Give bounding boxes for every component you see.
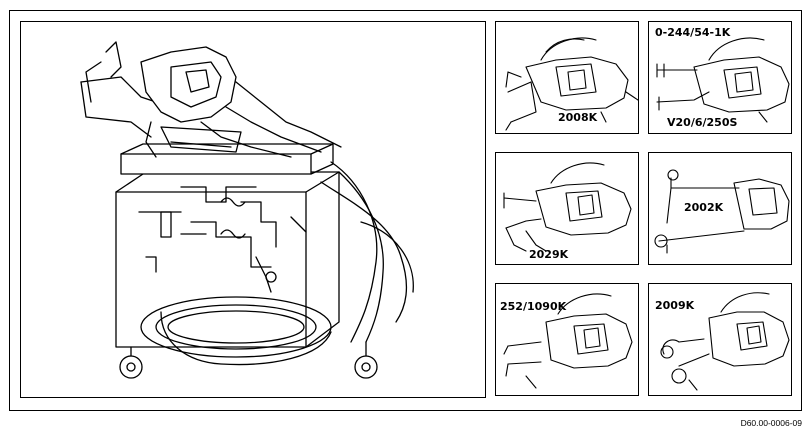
label-2002K: 2002K — [684, 201, 724, 214]
label-252-1090K: 252/1090K — [500, 300, 567, 313]
label-2008K: 2008K — [558, 111, 598, 124]
gun-2009K-drawing — [660, 292, 790, 391]
gun-2008K-drawing — [505, 37, 638, 131]
gun-2029K-drawing — [503, 162, 632, 252]
label-0-244-54-1K: 0-244/54-1K — [655, 26, 731, 39]
gun-252-1090K-drawing — [503, 293, 633, 389]
panel-gun-V20: 0-244/54-1K V20/6/250S — [648, 21, 792, 134]
label-2029K: 2029K — [529, 248, 569, 261]
panel-gun-2008K: 2008K — [495, 21, 639, 134]
welding-unit-drawing — [80, 41, 414, 379]
figure-reference: D60.00-0006-09 — [740, 418, 802, 428]
gun-2002K-drawing — [654, 169, 790, 254]
gun-V20-drawing — [656, 37, 790, 123]
figure-frame — [9, 10, 802, 411]
panel-gun-2002K: 2002K — [648, 152, 792, 265]
main-illustration — [20, 21, 486, 398]
panel-gun-252-1090K: 252/1090K — [495, 283, 639, 396]
panel-gun-2009K: 2009K — [648, 283, 792, 396]
label-2009K: 2009K — [655, 299, 695, 312]
label-V20-6-250S: V20/6/250S — [667, 116, 738, 129]
panel-gun-2029K: 2029K — [495, 152, 639, 265]
